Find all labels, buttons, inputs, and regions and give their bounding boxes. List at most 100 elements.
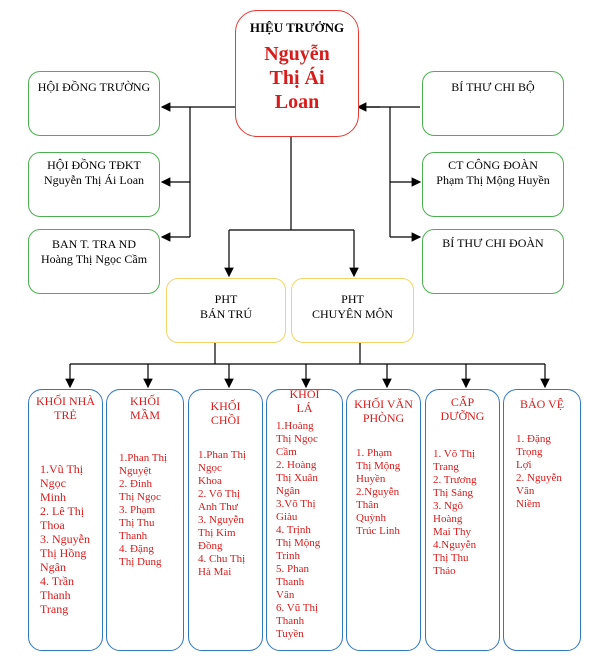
- unit-la-member-line: Trinh: [276, 550, 301, 562]
- unit-office-member-line: 1. Phạm: [356, 447, 393, 459]
- unit-la-member-line: Cầm: [276, 446, 297, 458]
- unit-kitchen-member-line: 3. Ngô: [433, 500, 463, 512]
- unit-choi-member-line: 2. Võ Thị: [198, 488, 241, 500]
- unit-la-member-line: Giàu: [276, 511, 298, 523]
- deputy-academic-label-1: PHT: [341, 292, 364, 306]
- principal-name-line-3: Loan: [274, 91, 320, 113]
- school-council-label: HỘI ĐỒNG TRƯỜNG: [37, 80, 151, 94]
- unit-la-member-line: 4. Trịnh: [276, 524, 311, 536]
- unit-mam-member-line: Thanh: [119, 530, 148, 542]
- unit-la-member-line: Thanh: [276, 576, 305, 588]
- unit-security-member-line: Trọng: [516, 446, 543, 458]
- party-secretary-label: BÍ THƯ CHI BỘ: [451, 80, 535, 94]
- emulation-council-label: HỘI ĐỒNG TĐKT: [47, 158, 141, 172]
- unit-nursery-member-line: Thoa: [40, 518, 65, 532]
- inspection-board-name: Hoàng Thị Ngọc Cầm: [40, 252, 148, 266]
- unit-la-member-line: 1.Hoàng: [276, 420, 314, 432]
- unit-la-member-line: Vân: [276, 589, 295, 601]
- unit-la-title-2: LÁ: [296, 401, 313, 415]
- emulation-council-box: HỘI ĐỒNG TĐKT Nguyễn Thị Ái Loan: [28, 152, 160, 217]
- unit-office-title-2: PHÒNG: [362, 411, 405, 425]
- unit-nursery-member-line: 3. Nguyễn: [40, 532, 90, 546]
- unit-kitchen-member-line: 4.Nguyễn: [433, 539, 477, 551]
- unit-nursery-member-line: Thị Hồng: [40, 546, 87, 560]
- unit-choi-box: KHỐI CHỒI 1.Phan Thị Ngọc Khoa 2. Võ Thị…: [188, 389, 263, 651]
- unit-office-member-line: Thị Mộng: [356, 460, 401, 472]
- unit-nursery-member-line: 1.Vũ Thị: [40, 462, 84, 476]
- unit-kitchen-member-line: Thị Sáng: [433, 487, 474, 499]
- principal-name-line-1: Nguyễn: [264, 43, 330, 65]
- unit-nursery-member-line: 2. Lê Thị: [40, 504, 85, 518]
- unit-kitchen-member-line: Mai Thy: [433, 526, 471, 538]
- unit-la-member-line: 3.Võ Thị: [276, 498, 316, 510]
- unit-mam-member-line: 4. Đặng: [119, 543, 154, 555]
- unit-mam-box: KHỐI MẦM 1.Phan Thị Nguyệt 2. Đinh Thị N…: [106, 389, 184, 651]
- unit-choi-member-line: Hà Mai: [198, 566, 232, 578]
- union-chair-box: CT CÔNG ĐOÀN Phạm Thị Mộng Huyền: [422, 152, 564, 217]
- deputy-boarding-label-1: PHT: [214, 292, 238, 306]
- unit-kitchen-member-line: 1. Võ Thị: [433, 448, 476, 460]
- unit-security-member-line: 2. Nguyễn: [516, 472, 562, 484]
- unit-la-member-line: Thị Xuân: [276, 472, 318, 484]
- inspection-board-box: BAN T. TRA ND Hoàng Thị Ngọc Cầm: [28, 229, 160, 294]
- youth-secretary-label: BÍ THƯ CHI ĐOÀN: [442, 236, 544, 250]
- unit-choi-member-line: 4. Chu Thị: [198, 553, 246, 565]
- unit-choi-member-line: 1.Phan Thị: [198, 449, 247, 461]
- unit-nursery-member-line: Thanh: [40, 588, 71, 602]
- unit-nursery-member-line: Trang: [40, 602, 69, 616]
- unit-mam-member-line: Thị Ngọc: [119, 491, 161, 503]
- unit-la-member-line: Ngân: [276, 485, 300, 497]
- unit-kitchen-title-2: DƯỠNG: [440, 409, 485, 423]
- unit-mam-title-1: KHỐI: [130, 394, 160, 408]
- unit-choi-member-line: Khoa: [198, 475, 222, 487]
- unit-kitchen-member-line: Thảo: [433, 565, 456, 577]
- unit-nursery-member-line: Minh: [40, 490, 67, 504]
- unit-kitchen-title-1: CẤP: [450, 395, 475, 409]
- unit-kitchen-member-line: Hoàng: [433, 513, 463, 525]
- unit-la-member-line: Thanh: [276, 615, 305, 627]
- unit-office-member-line: Thân: [356, 499, 379, 511]
- unit-office-box: KHỐI VĂN PHÒNG 1. Phạm Thị Mộng Huyền 2.…: [346, 389, 421, 651]
- unit-choi-member-line: Anh Thư: [198, 501, 238, 513]
- unit-security-member-line: Niềm: [516, 498, 541, 510]
- unit-mam-title-2: MẦM: [129, 408, 160, 422]
- unit-la-member-line: Thị Ngọc: [276, 433, 318, 445]
- deputy-boarding-label-2: BÁN TRÚ: [199, 307, 253, 321]
- unit-choi-title-1: KHỐI: [210, 399, 241, 413]
- unit-la-member-line: 6. Vũ Thị: [276, 602, 319, 614]
- deputy-boarding-box: PHT BÁN TRÚ: [166, 278, 286, 343]
- unit-nursery-member-line: 4. Trần: [40, 574, 75, 588]
- inspection-board-label: BAN T. TRA ND: [51, 237, 136, 251]
- unit-la-title-1: KHỐI: [289, 389, 320, 401]
- unit-kitchen-member-line: Thị Thu: [433, 552, 469, 564]
- unit-nursery-title-2: TRẺ: [54, 408, 77, 422]
- unit-security-member-line: 1. Đặng: [516, 433, 551, 445]
- unit-office-title-1: KHỐI VĂN: [354, 397, 413, 411]
- union-chair-name: Phạm Thị Mộng Huyền: [436, 173, 550, 187]
- unit-la-box: KHỐI LÁ 1.Hoàng Thị Ngọc Cầm 2. Hoàng Th…: [266, 389, 343, 651]
- unit-nursery-title-1: KHỐI NHÀ: [36, 394, 95, 408]
- unit-choi-member-line: Thị Kim: [198, 527, 236, 539]
- unit-choi-member-line: 3. Nguyễn: [198, 514, 244, 526]
- unit-choi-member-line: Ngọc: [198, 462, 222, 474]
- deputy-academic-label-2: CHUYÊN MÔN: [312, 307, 393, 321]
- unit-office-member-line: Trúc Linh: [356, 525, 400, 537]
- school-council-box: HỘI ĐỒNG TRƯỜNG: [28, 71, 160, 136]
- unit-security-box: BẢO VỆ 1. Đặng Trọng Lợi 2. Nguyễn Văn N…: [503, 389, 581, 651]
- unit-la-member-line: Tuyền: [276, 628, 304, 640]
- unit-security-title: BẢO VỆ: [519, 397, 565, 411]
- unit-mam-member-line: 2. Đinh: [119, 478, 152, 490]
- unit-nursery-member-line: Ngân: [40, 560, 66, 574]
- unit-la-member-line: Thị Mộng: [276, 537, 321, 549]
- unit-kitchen-member-line: 2. Trương: [433, 474, 477, 486]
- unit-nursery-member-line: Ngọc: [40, 476, 66, 490]
- principal-title: HIỆU TRƯỞNG: [249, 20, 345, 35]
- unit-kitchen-member-line: Trang: [433, 461, 459, 473]
- unit-choi-member-line: Đồng: [198, 540, 223, 552]
- unit-nursery-box: KHỐI NHÀ TRẺ 1.Vũ Thị Ngọc Minh 2. Lê Th…: [28, 389, 103, 651]
- unit-mam-member-line: 3. Phạm: [119, 504, 156, 516]
- unit-office-member-line: Quỳnh: [356, 512, 386, 524]
- principal-name-line-2: Thị Ái: [269, 67, 325, 89]
- principal-box: HIỆU TRƯỞNG Nguyễn Thị Ái Loan: [235, 10, 359, 137]
- unit-mam-member-line: 1.Phan Thị: [119, 452, 168, 464]
